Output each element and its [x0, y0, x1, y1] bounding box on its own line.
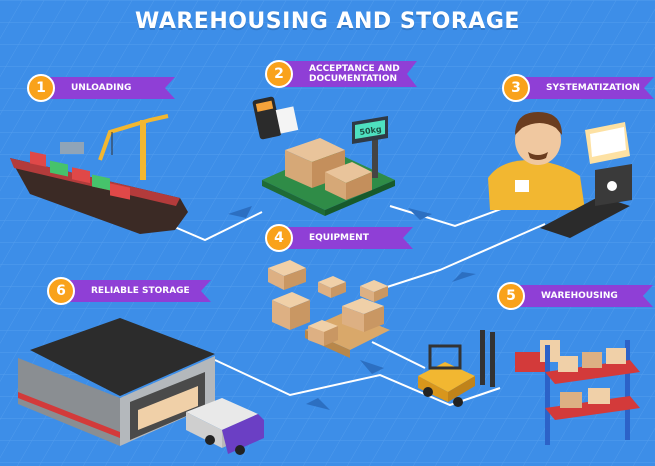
step-1-ribbon: UNLOADING: [45, 77, 175, 99]
step-3-ribbon: SYSTEMATIZATION: [520, 77, 654, 99]
flow-arrows: [228, 206, 476, 410]
truck-icon: [186, 398, 264, 455]
step-3-number: 3: [502, 74, 530, 102]
rack-icon: [545, 340, 640, 445]
step-6-number: 6: [47, 277, 75, 305]
step-6-ribbon: RELIABLE STORAGE: [65, 280, 211, 302]
boxes-icon: [268, 260, 390, 358]
ship-icon: [10, 114, 188, 234]
step-2-label: ACCEPTANCE AND: [309, 64, 400, 74]
forklift-icon: [418, 330, 560, 407]
step-2-label-line2: DOCUMENTATION: [309, 74, 398, 84]
step-2-ribbon: ACCEPTANCE AND DOCUMENTATION: [283, 61, 417, 87]
scale-icon: 50kg: [252, 96, 395, 216]
warehouse-icon: [18, 318, 215, 446]
page-title: WAREHOUSING AND STORAGE: [135, 9, 520, 34]
step-2-number: 2: [265, 60, 293, 88]
step-5-ribbon: WAREHOUSING: [515, 285, 653, 307]
step-4-ribbon: EQUIPMENT: [283, 227, 413, 249]
step-4-label: EQUIPMENT: [309, 233, 369, 243]
step-1-number: 1: [27, 74, 55, 102]
step-1-label: UNLOADING: [71, 83, 132, 93]
step-4-number: 4: [265, 224, 293, 252]
step-5-number: 5: [497, 282, 525, 310]
step-6-label: RELIABLE STORAGE: [91, 286, 190, 296]
scale-readout: 50kg: [359, 125, 383, 137]
worker-icon: [488, 112, 632, 238]
step-5-label: WAREHOUSING: [541, 291, 618, 301]
step-3-label: SYSTEMATIZATION: [546, 83, 640, 93]
